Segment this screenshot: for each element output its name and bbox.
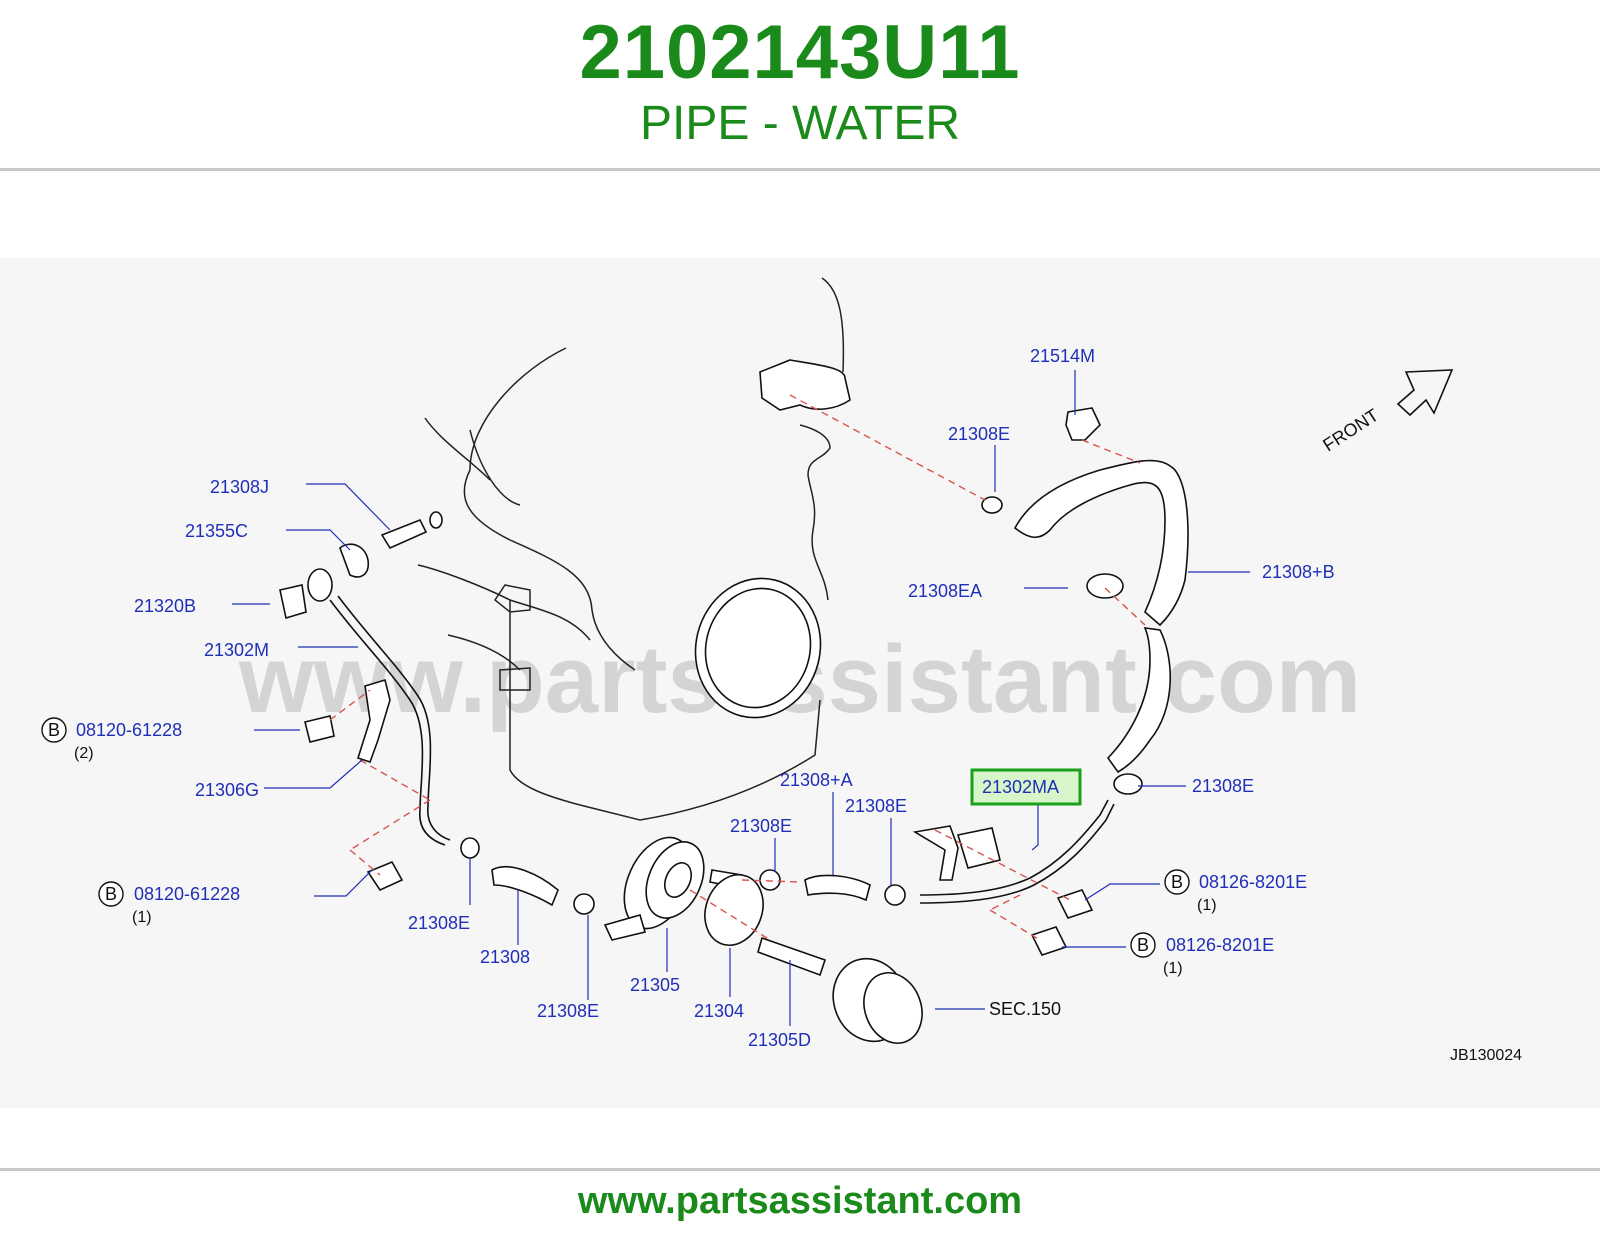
label-sec150[interactable]: SEC.150 xyxy=(989,999,1061,1019)
oil-cooler-assembly xyxy=(491,836,923,1044)
bolt-marker-icon xyxy=(98,881,124,907)
bolt-marker-icon xyxy=(41,717,67,743)
footer-divider xyxy=(0,1168,1600,1171)
upper-hose-assembly xyxy=(981,407,1189,795)
label-21308[interactable]: 21308 xyxy=(480,947,530,967)
label-21302MA[interactable]: 21302MA xyxy=(982,777,1059,797)
label-21306G[interactable]: 21306G xyxy=(195,780,259,800)
label-21308A[interactable]: 21308+A xyxy=(780,770,853,790)
label-bolt-08126-8201E-a[interactable]: 08126-8201E xyxy=(1199,872,1307,892)
label-21514M[interactable]: 21514M xyxy=(1030,346,1095,366)
engine-block xyxy=(417,277,851,821)
label-21308E-bottom[interactable]: 21308E xyxy=(537,1001,599,1021)
parts-diagram: www.partsassistant.com xyxy=(0,258,1600,1108)
label-21302M[interactable]: 21302M xyxy=(204,640,269,660)
qty-bolt-c: (1) xyxy=(1197,897,1217,914)
label-bolt-08120-61228-a[interactable]: 08120-61228 xyxy=(76,720,182,740)
assembly-dashed-lines xyxy=(329,394,1146,941)
label-21355C[interactable]: 21355C xyxy=(185,521,248,541)
bolt-marker-b: B xyxy=(105,884,117,904)
label-21308E-low[interactable]: 21308E xyxy=(408,913,470,933)
label-21308B[interactable]: 21308+B xyxy=(1262,562,1335,582)
part-number: 2102143U11 xyxy=(579,10,1021,95)
qty-bolt-b: (1) xyxy=(132,909,152,926)
header-divider xyxy=(0,168,1600,171)
label-bolt-08120-61228-b[interactable]: 08120-61228 xyxy=(134,884,240,904)
bolt-marker-b: B xyxy=(1137,935,1149,955)
diagram-code: JB130024 xyxy=(1450,1047,1522,1064)
qty-bolt-d: (1) xyxy=(1163,960,1183,977)
front-label: FRONT xyxy=(1319,405,1382,456)
label-bolt-08126-8201E-b[interactable]: 08126-8201E xyxy=(1166,935,1274,955)
highlight-box xyxy=(970,768,1082,806)
leader-lines xyxy=(232,370,1250,1026)
bolt-marker-b: B xyxy=(1171,872,1183,892)
part-name: PIPE - WATER xyxy=(639,97,960,150)
left-pipe-assembly xyxy=(279,511,480,892)
label-21305D[interactable]: 21305D xyxy=(748,1030,811,1050)
part-labels: 21514M 21308E 21308J 21355C 21320B 21302… xyxy=(41,346,1522,1064)
label-21308J[interactable]: 21308J xyxy=(210,477,269,497)
front-arrow-icon: FRONT xyxy=(1319,369,1454,456)
qty-bolt-a: (2) xyxy=(74,745,94,762)
bolt-marker-b: B xyxy=(48,720,60,740)
label-21305[interactable]: 21305 xyxy=(630,975,680,995)
water-pipe-21302MA xyxy=(912,799,1115,956)
page-header: 2102143U11 PIPE - WATER xyxy=(0,0,1600,170)
label-21308EA[interactable]: 21308EA xyxy=(908,581,982,601)
label-21304[interactable]: 21304 xyxy=(694,1001,744,1021)
label-21308E-right[interactable]: 21308E xyxy=(1192,776,1254,796)
label-21308E-mid1[interactable]: 21308E xyxy=(845,796,907,816)
label-21308E-mid2[interactable]: 21308E xyxy=(730,816,792,836)
label-21320B[interactable]: 21320B xyxy=(134,596,196,616)
diagram-canvas: www.partsassistant.com xyxy=(41,277,1522,1064)
footer-url[interactable]: www.partsassistant.com xyxy=(577,1180,1023,1222)
bolt-marker-icon xyxy=(1130,932,1156,958)
bolt-marker-icon xyxy=(1164,869,1190,895)
label-21308E-top[interactable]: 21308E xyxy=(948,424,1010,444)
